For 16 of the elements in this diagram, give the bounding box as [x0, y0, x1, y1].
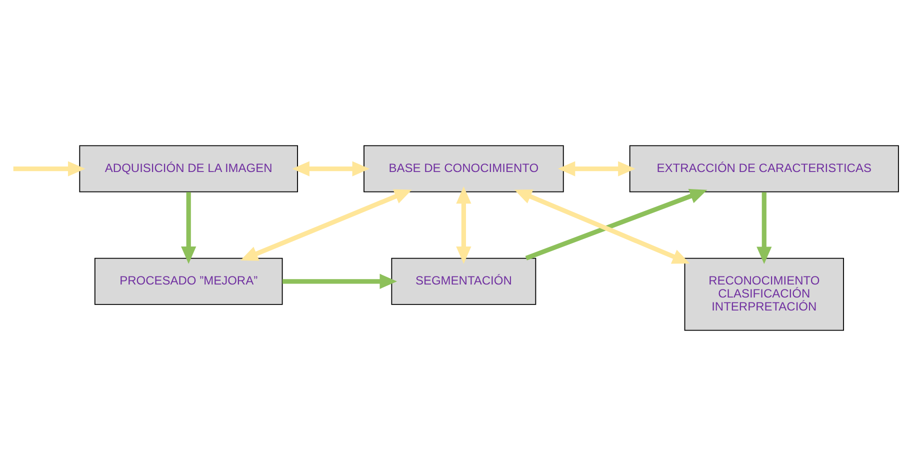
node-box: ADQUISICIÓN DE LA IMAGEN [79, 145, 298, 192]
arrow [456, 186, 472, 264]
node-box: EXTRACCIÓN DE CARACTERISTICAS [629, 145, 899, 192]
node-box: SEGMENTACIÓN [391, 258, 536, 305]
arrow [756, 192, 772, 264]
arrow [240, 189, 412, 261]
arrow [558, 161, 636, 176]
arrow [13, 161, 86, 176]
node-box: RECONOCIMIENTO CLASIFICACIÓN INTERPRETACIÓN [684, 258, 844, 331]
node-box: BASE DE CONOCIMIENTO [364, 145, 564, 192]
arrow [525, 188, 708, 260]
node-box: PROCESADO ”MEJORA” [94, 258, 283, 305]
arrow [181, 192, 196, 264]
arrow [282, 274, 398, 289]
arrow [292, 161, 370, 176]
arrow [514, 189, 690, 264]
